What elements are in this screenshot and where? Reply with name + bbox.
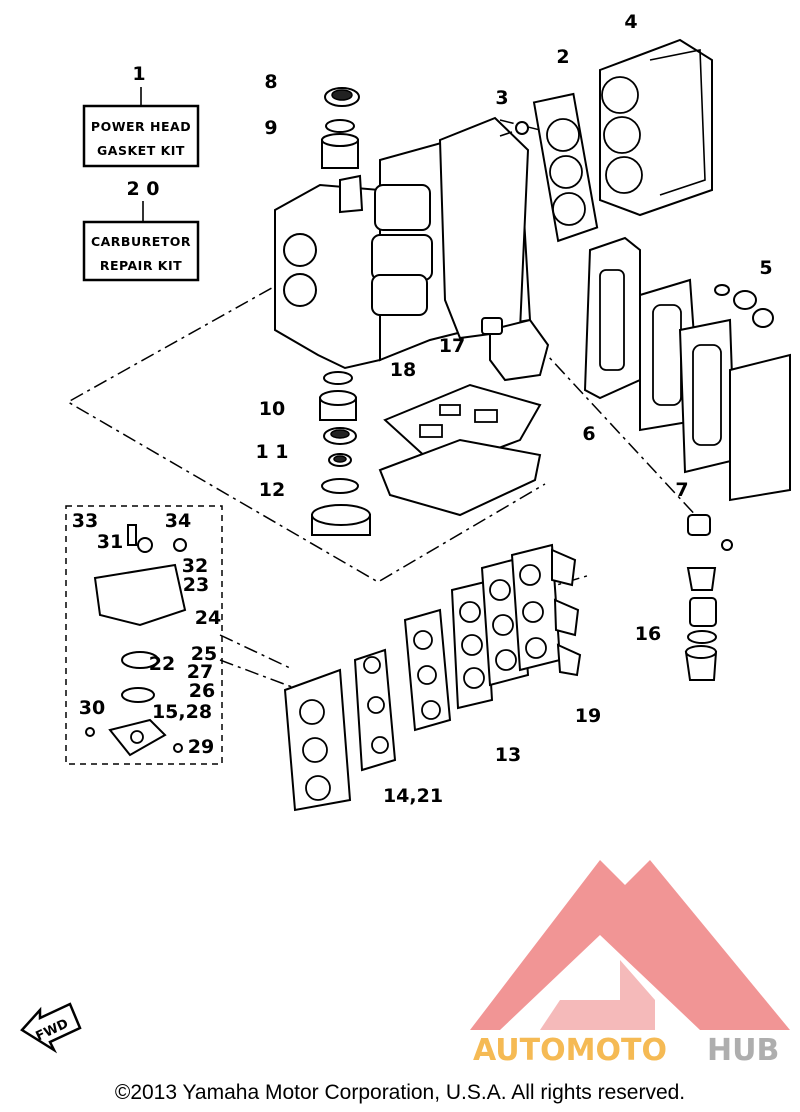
callout-5: 5 [759, 257, 772, 279]
callout-10: 10 [259, 398, 285, 420]
copyright-text: ©2013 Yamaha Motor Corporation, U.S.A. A… [115, 1081, 685, 1104]
callout-31: 31 [97, 531, 123, 553]
callout-29: 29 [188, 736, 214, 758]
bearing-stack [319, 371, 357, 421]
callout-17: 17 [439, 335, 465, 357]
powerhead-block [274, 116, 532, 370]
callout-32: 32 [182, 555, 208, 577]
cylinder-head-gasket-part-2 [532, 92, 599, 243]
callout-6: 6 [582, 423, 595, 445]
callout-2: 2 [556, 46, 569, 68]
automotohub-logo: AUTOMOTO HUB [470, 860, 790, 1068]
kit-label-line1: CARBURETOR [91, 234, 191, 249]
kit-label-line2: REPAIR KIT [100, 258, 182, 273]
watermark-part2: HUB [707, 1033, 779, 1068]
cylinder-head-part-4 [599, 38, 713, 217]
bolt-part-3 [499, 121, 529, 137]
callout-16: 16 [635, 623, 661, 645]
forward-arrow-icon: FWD [20, 1002, 82, 1054]
callout-12: 12 [259, 479, 285, 501]
callout-15-28: 15,28 [152, 701, 212, 723]
o-ring-part-9 [325, 119, 355, 133]
bearing-sleeve [321, 133, 359, 169]
lower-housing [311, 504, 371, 536]
callout-20: 2 0 [126, 178, 159, 200]
callout-23: 23 [183, 574, 209, 596]
callout-7: 7 [675, 479, 688, 501]
gasket-part-14 [353, 648, 397, 772]
callout-8: 8 [264, 71, 277, 93]
callout-27: 27 [187, 661, 213, 683]
callout-11: 1 1 [255, 441, 288, 463]
reed-plate [403, 608, 452, 732]
gasket-part-13 [450, 580, 494, 710]
o-ring-part-16 [687, 630, 717, 644]
callout-24: 24 [195, 607, 221, 629]
carburetor-kit-group [65, 505, 223, 765]
callout-22: 22 [149, 653, 175, 675]
reed-valve-block [510, 543, 582, 677]
thermostat-cap [684, 645, 718, 681]
callout-25: 25 [191, 643, 217, 665]
kit-label-line1: POWER HEAD [91, 119, 191, 134]
watermark-part1: AUTOMOTO [473, 1033, 667, 1068]
thermostat-cap-part-5 [714, 284, 774, 328]
callout-19: 19 [575, 705, 601, 727]
callout-labels: 2 3 4 5 6 7 8 9 10 1 1 12 13 14,21 15,28… [72, 11, 773, 807]
exhaust-cover [729, 353, 791, 502]
power-head-gasket-kit-label: 1 POWER HEAD GASKET KIT [82, 63, 200, 168]
gasket-part-7 [678, 318, 737, 474]
callout-13: 13 [495, 744, 521, 766]
o-ring-part-12 [321, 478, 359, 494]
thermostat-housing [686, 514, 733, 627]
intake-manifold [283, 668, 352, 812]
callout-34: 34 [165, 510, 191, 532]
gasket-part-6 [583, 236, 641, 400]
callout-30: 30 [79, 697, 105, 719]
oil-seal-part-10 [323, 427, 357, 445]
callout-33: 33 [72, 510, 98, 532]
callout-14-21: 14,21 [383, 785, 443, 807]
kit-label-line2: GASKET KIT [97, 143, 185, 158]
callout-26: 26 [189, 680, 215, 702]
callout-3: 3 [495, 87, 508, 109]
callout-4: 4 [624, 11, 637, 33]
callout-1: 1 [132, 63, 145, 85]
oil-seal-part-11 [328, 453, 352, 467]
callout-18: 18 [390, 359, 416, 381]
callout-9: 9 [264, 117, 277, 139]
carburetor-repair-kit-label: 2 0 CARBURETOR REPAIR KIT [82, 178, 200, 282]
oil-seal-part-8 [324, 87, 360, 107]
oil-pan [378, 438, 542, 517]
cover-part-17 [481, 317, 550, 382]
